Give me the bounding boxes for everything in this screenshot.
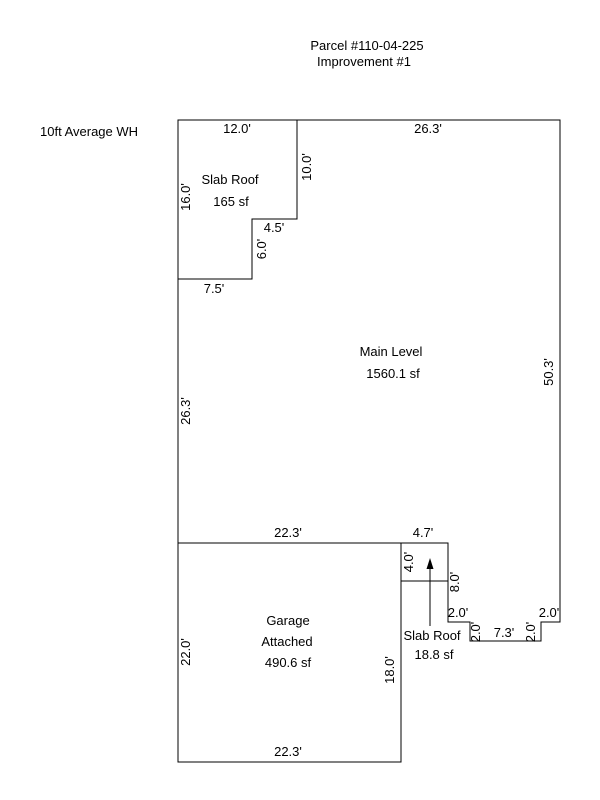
parcel-number: Parcel #110-04-225 [310,38,423,53]
main-level-name: Main Level [360,344,423,359]
dim-garage-right-height: 18.0' [382,656,397,684]
garage-name-line2: Attached [261,634,312,649]
dim-right-step-width: 2.0' [539,605,560,620]
arrow-head-icon [426,558,434,569]
dim-step-height-2: 2.0' [523,622,538,643]
wall-height-note: 10ft Average WH [40,124,138,139]
dim-garage-bottom-width: 22.3' [274,744,302,759]
dim-garage-left-height: 22.0' [178,638,193,666]
slab-roof-top-name: Slab Roof [201,172,258,187]
dim-bottom-notch-width: 7.3' [494,625,515,640]
dim-notch-right-height: 8.0' [447,572,462,593]
dim-top-left-width: 12.0' [223,121,251,136]
dim-small-slab-height: 4.0' [401,552,416,573]
dim-top-right-width: 26.3' [414,121,442,136]
garage-area: 490.6 sf [265,655,312,670]
dim-step-height-1: 2.0' [468,622,483,643]
slab-roof-small-area: 18.8 sf [414,647,453,662]
dim-slab-bottom-width: 7.5' [204,281,225,296]
dim-slab-right-height: 10.0' [299,153,314,181]
main-level-area: 1560.1 sf [366,366,420,381]
garage-name-line1: Garage [266,613,309,628]
slab-roof-boundary [178,120,298,280]
dim-main-left-height: 26.3' [178,397,193,425]
slab-roof-top-area: 165 sf [213,194,249,209]
dim-main-right-height: 50.3' [541,358,556,386]
dim-slab-left-height: 16.0' [178,183,193,211]
dim-garage-top-width: 22.3' [274,525,302,540]
improvement-label: Improvement #1 [317,54,411,69]
slab-roof-small-name: Slab Roof [403,628,460,643]
dim-step-width-1: 2.0' [448,605,469,620]
dim-slab-step-height: 6.0' [254,239,269,260]
dim-notch-top-width: 4.7' [413,525,434,540]
dim-slab-step-width: 4.5' [264,220,285,235]
building-outline [177,119,561,763]
